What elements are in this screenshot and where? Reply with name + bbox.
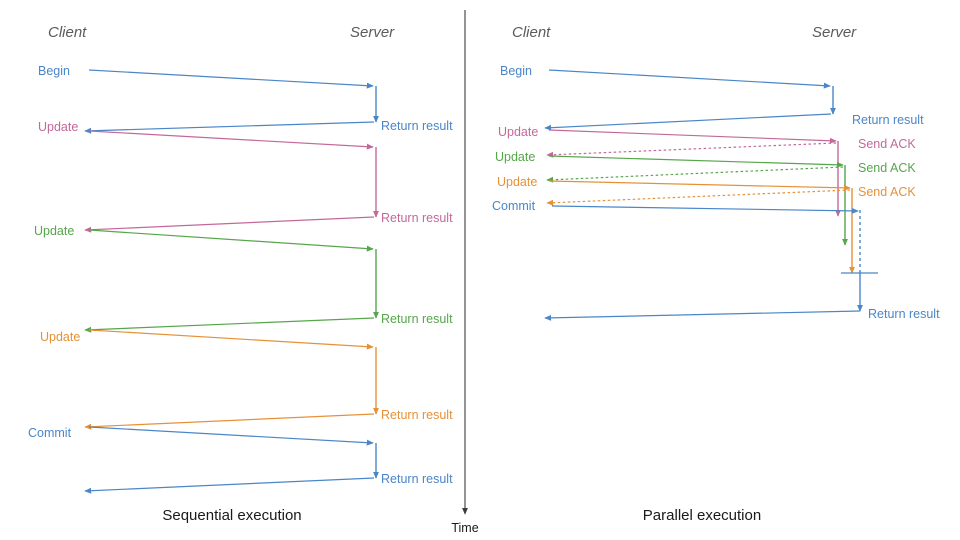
- actor-label-server: Server: [812, 24, 857, 41]
- message-arrow-ret1: [544, 113, 832, 131]
- message-arrow-begin: [548, 69, 831, 89]
- message-arrow-update1: [548, 129, 837, 144]
- message-label-update1: Update: [498, 125, 538, 139]
- message-arrow-commit: [88, 426, 374, 446]
- message-label-commit: Commit: [28, 426, 72, 440]
- message-arrow-ret3: [84, 317, 375, 333]
- message-arrow-update2: [88, 229, 374, 252]
- message-arrow-ack3: [546, 189, 851, 206]
- message-label-ret2: Return result: [868, 307, 940, 321]
- message-label-begin: Begin: [500, 64, 532, 78]
- message-label-ack1: Send ACK: [858, 137, 916, 151]
- time-axis: Time: [451, 10, 479, 535]
- actor-label-client: Client: [48, 24, 87, 41]
- message-arrow-commit: [551, 205, 859, 214]
- message-arrow-ack1: [546, 142, 837, 158]
- actor-label-client: Client: [512, 24, 551, 41]
- message-label-commit: Commit: [492, 199, 536, 213]
- message-arrow-ret5: [84, 477, 375, 494]
- message-arrow-begin: [88, 69, 374, 89]
- message-label-begin: Begin: [38, 64, 70, 78]
- message-label-update1: Update: [38, 120, 78, 134]
- message-arrow-update1: [88, 130, 374, 150]
- message-arrow-update3: [88, 329, 374, 350]
- message-arrow-update2: [548, 155, 844, 168]
- message-label-update3: Update: [40, 330, 80, 344]
- message-arrow-ret4: [84, 413, 375, 430]
- message-arrow-ret2: [544, 310, 861, 321]
- message-label-ret4: Return result: [381, 408, 453, 422]
- message-label-ret5: Return result: [381, 472, 453, 486]
- panel-caption-sequential: Sequential execution: [162, 507, 301, 524]
- message-label-ret2: Return result: [381, 211, 453, 225]
- message-arrow-ret1: [84, 121, 375, 134]
- message-arrow-update3: [548, 180, 851, 191]
- message-label-update2: Update: [495, 150, 535, 164]
- message-label-ret1: Return result: [852, 113, 924, 127]
- message-arrow-ret2: [84, 216, 375, 233]
- message-label-ack2: Send ACK: [858, 161, 916, 175]
- actor-label-server: Server: [350, 24, 395, 41]
- message-label-ack3: Send ACK: [858, 185, 916, 199]
- message-arrow-ack2: [546, 166, 844, 183]
- time-axis-label: Time: [451, 521, 478, 535]
- message-label-update3: Update: [497, 175, 537, 189]
- panel-caption-parallel: Parallel execution: [643, 507, 761, 524]
- message-label-ret3: Return result: [381, 312, 453, 326]
- message-label-update2: Update: [34, 224, 74, 238]
- message-label-ret1: Return result: [381, 119, 453, 133]
